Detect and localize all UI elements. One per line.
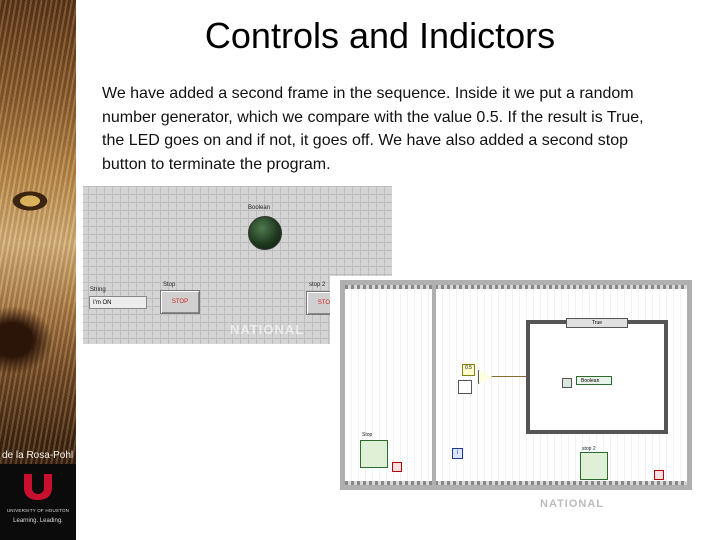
logo-tagline: Learning. Leading. [13,518,63,524]
led-label: Boolean [248,205,271,211]
string-indicator: I'm ON [89,296,147,309]
loop-condition-icon[interactable] [392,462,402,472]
uh-logo-icon [24,474,52,500]
stop-terminal-label: Stop [362,432,373,438]
slide-title: Controls and Indictors [204,15,556,56]
university-logo: UNIVERSITY OF HOUSTON Learning. Leading. [0,464,76,540]
ni-watermark: NATIONAL [230,322,305,337]
case-tunnel [562,378,572,388]
stop-label: Stop [163,282,176,288]
film-sprocket-bottom [345,481,687,485]
front-panel-screenshot: Boolean String I'm ON Stop STOP stop 2 S… [80,186,392,344]
numeric-constant[interactable]: 0.5 [462,364,475,376]
stop2-terminal-label: stop 2 [582,446,596,452]
panel-edge [80,186,83,344]
decorative-side-image: de la Rosa-Pohl UNIVERSITY OF HOUSTON Le… [0,0,76,540]
loop-condition-2-icon[interactable] [654,470,664,480]
stop-terminal-icon[interactable] [360,440,388,468]
case-selector[interactable]: True [566,318,628,328]
string-label: String [90,287,106,293]
boolean-led[interactable] [248,216,282,250]
sequence-structure [340,280,692,490]
ni-watermark-bd: NATIONAL [540,498,605,510]
author-label: de la Rosa-Pohl [2,450,74,461]
cougar-eye [10,190,50,212]
cougar-nose [0,300,60,380]
stop-button[interactable]: STOP [160,290,200,314]
slide-body-text: We have added a second frame in the sequ… [102,85,644,173]
stop2-label: stop 2 [309,282,326,288]
fur-texture [0,0,76,540]
logo-university-text: UNIVERSITY OF HOUSTON [6,508,70,513]
stop2-terminal-icon[interactable] [580,452,608,480]
film-sprocket-top [345,285,687,289]
sequence-frame-divider [432,282,436,488]
random-number-icon[interactable] [458,380,472,394]
block-diagram-screenshot: 0.5 True Boolean Stop stop 2 i NATIONAL [330,276,696,512]
led-terminal[interactable]: Boolean [576,376,612,385]
loop-index-icon: i [452,448,463,459]
